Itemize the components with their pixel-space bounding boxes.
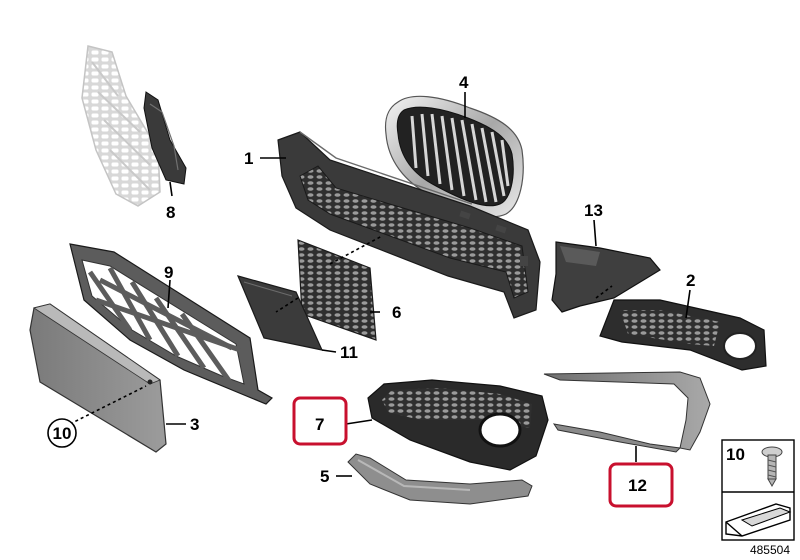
- part-4-kidney-grille: [384, 95, 524, 218]
- leader-lines: [69, 92, 691, 477]
- part-label-8: 8: [166, 203, 175, 222]
- part-label-10: 10: [53, 424, 72, 443]
- part-label-10-callout: 10: [47, 418, 77, 448]
- part-12-trim-strip: [543, 371, 711, 453]
- part-2-side-grille: [599, 299, 767, 371]
- part-label-4: 4: [459, 73, 469, 92]
- part-3-plate-base: [29, 303, 167, 453]
- part-label-11: 11: [340, 343, 358, 362]
- part-1-center-grille: [277, 131, 541, 319]
- screw-icon: [761, 446, 783, 488]
- part-label-13: 13: [584, 201, 603, 220]
- part-label-7: 7: [315, 415, 324, 434]
- part-label-3: 3: [190, 415, 199, 434]
- document-number: 485504: [750, 543, 790, 557]
- part-label-2: 2: [686, 271, 695, 290]
- part-label-9: 9: [164, 263, 173, 282]
- part-8-bracket: [81, 45, 161, 207]
- kidney-slats: [410, 113, 510, 203]
- part-7-lower-side-grille: [367, 379, 549, 471]
- part-label-5: 5: [320, 467, 329, 486]
- part-8-insert: [143, 91, 187, 185]
- part-5-lower-trim: [347, 453, 533, 505]
- sheet-metal-icon: [725, 503, 792, 537]
- part-label-6: 6: [392, 303, 401, 322]
- part-9-carrier-frame: [69, 243, 273, 405]
- highlight-part-12: 12: [608, 462, 674, 508]
- part-label-12: 12: [628, 476, 647, 495]
- legend-part-label: 10: [726, 445, 745, 464]
- part-label-1: 1: [244, 149, 253, 168]
- highlight-part-7: 7: [292, 396, 348, 446]
- part-13-air-duct: [551, 241, 661, 313]
- fastener-legend: 10: [721, 439, 795, 541]
- part-6-insert-panel: [297, 239, 377, 341]
